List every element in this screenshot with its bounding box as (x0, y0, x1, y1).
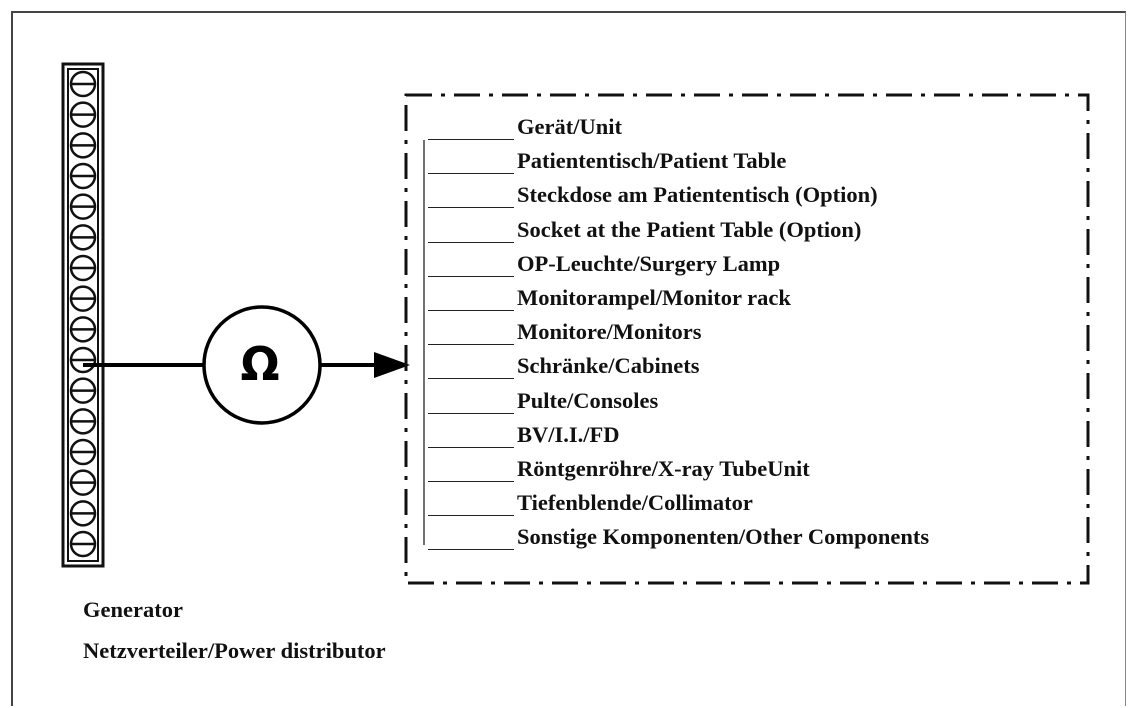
component-blank-line (428, 207, 514, 209)
component-blank-line (428, 139, 514, 140)
terminal-screw-icon (69, 132, 97, 159)
component-blank-line (428, 310, 514, 311)
component-label: Monitorampel/Monitor rack (517, 285, 791, 310)
component-label: Röntgenröhre/X-ray TubeUnit (517, 456, 810, 481)
arrow-head (374, 352, 410, 378)
terminal-screw-icon (69, 346, 97, 374)
component-label: Patiententisch/Patient Table (517, 148, 787, 174)
terminal-screw-icon (69, 254, 97, 282)
terminal-screw-icon (69, 193, 97, 220)
component-label: Pulte/Consoles (517, 387, 659, 413)
terminal-screw-icon (69, 500, 97, 527)
component-blank-line (428, 275, 514, 277)
component-blank-line (428, 412, 514, 414)
terminal-screw-icon (69, 408, 97, 435)
terminal-screw-icon (69, 377, 97, 404)
ohm-symbol: Ω (240, 337, 280, 391)
caption-generator: Generator (83, 597, 183, 622)
component-blank-line (428, 549, 514, 551)
caption-power-distributor: Netzverteiler/Power distributor (83, 638, 386, 663)
terminal-screw-icon (69, 285, 97, 312)
component-label: Tiefenblende/Collimator (517, 490, 753, 516)
components-box (404, 93, 1090, 585)
component-label: OP-Leuchte/Surgery Lamp (517, 250, 781, 276)
diagram-frame (11, 11, 1126, 706)
component-blank-line (428, 378, 514, 380)
component-blank-line (428, 173, 514, 175)
component-label: Steckdose am Patiententisch (Option) (517, 182, 878, 208)
component-label: Monitore/Monitors (517, 319, 702, 345)
terminal-screw-icon (69, 101, 97, 128)
terminal-screw-icon (69, 530, 97, 558)
component-label: BV/I.I./FD (517, 421, 620, 447)
terminal-screw-icon (69, 224, 97, 251)
component-blank-line (428, 344, 514, 346)
component-label: Socket at the Patient Table (Option) (517, 216, 862, 242)
terminal-strip-inner (67, 68, 99, 562)
component-label: Schränke/Cabinets (517, 353, 700, 379)
component-label: Sonstige Komponenten/Other Components (517, 524, 930, 550)
component-blank-line (428, 241, 514, 243)
component-blank-line (428, 481, 514, 482)
terminal-screw-icon (69, 162, 97, 190)
terminal-group (69, 70, 97, 558)
terminal-screw-icon (69, 438, 97, 466)
component-label: Gerät/Unit (517, 114, 622, 139)
component-blank-line (428, 446, 514, 448)
terminal-screw-icon (69, 316, 97, 343)
component-blank-line (428, 515, 514, 517)
terminal-screw-icon (69, 469, 97, 496)
terminal-screw-icon (69, 70, 97, 98)
